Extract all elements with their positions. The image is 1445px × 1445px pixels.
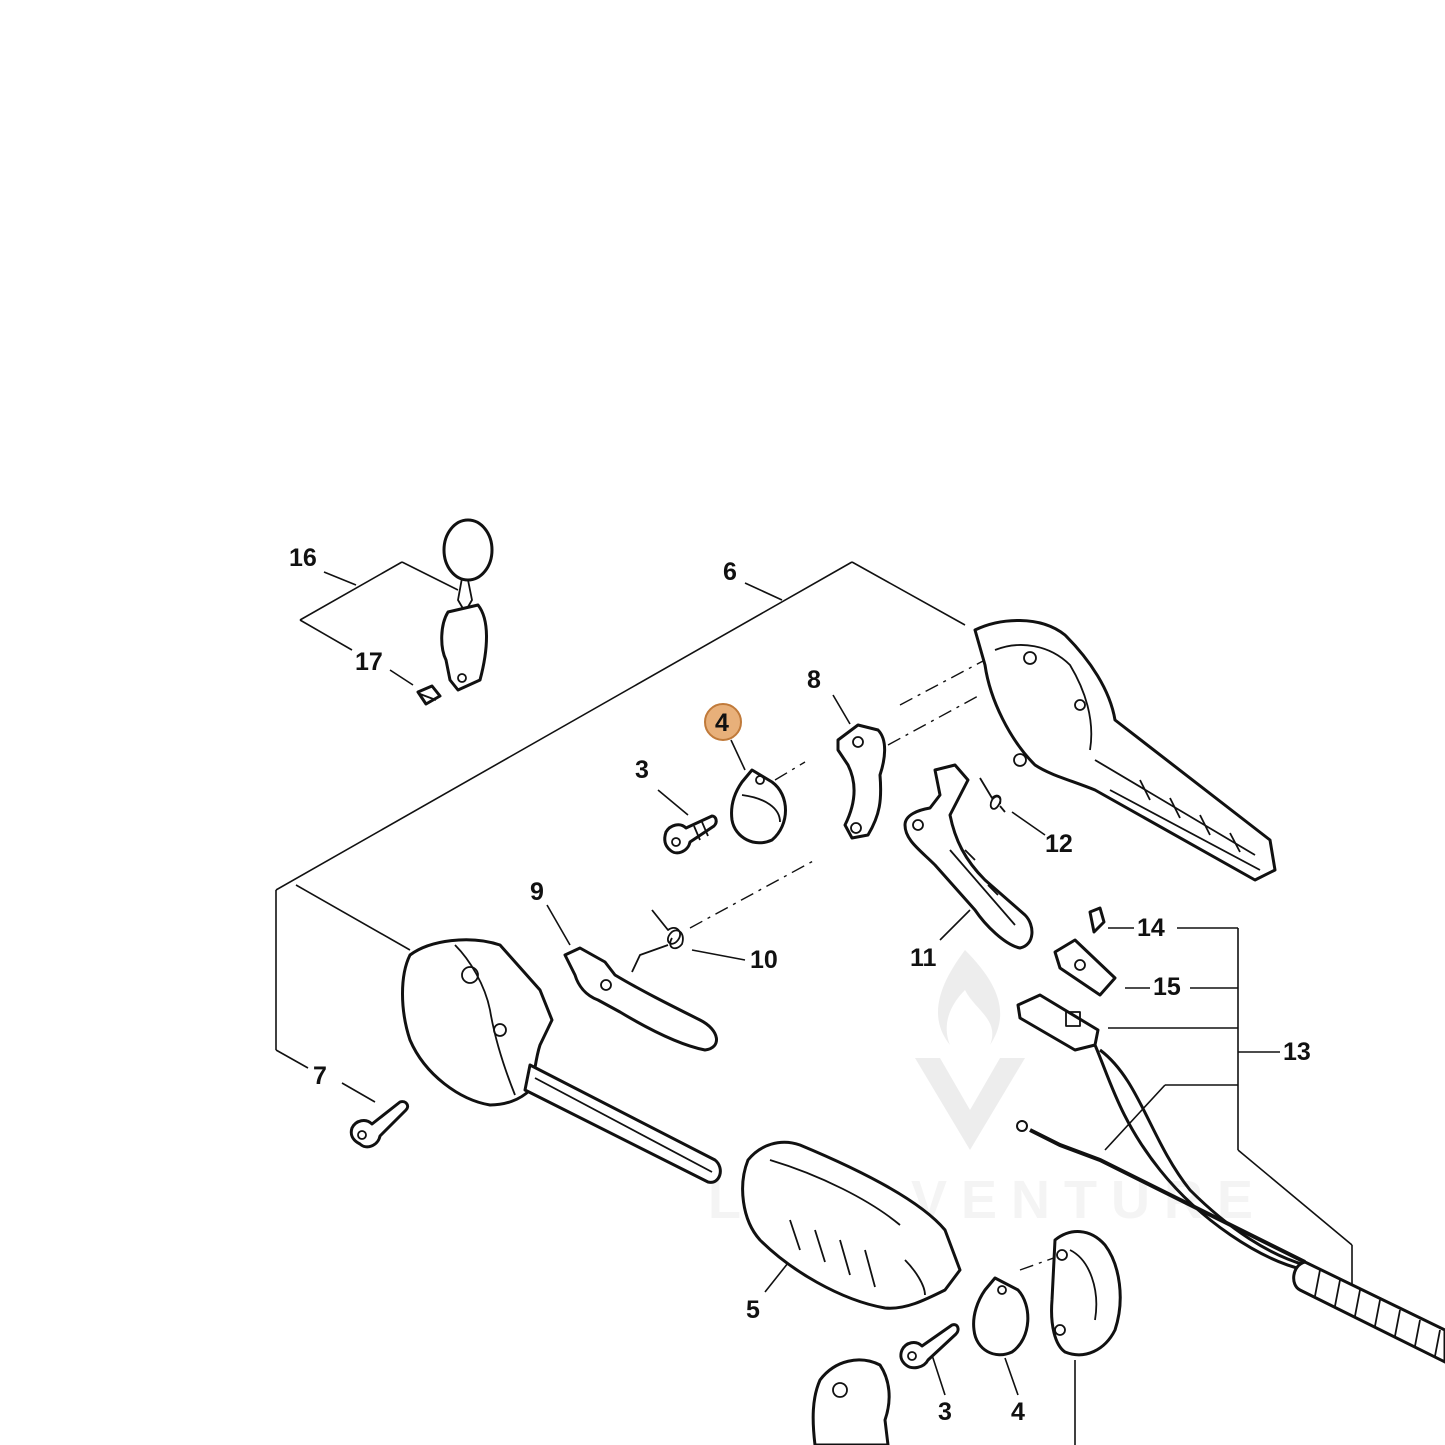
part-16-clamp — [440, 603, 488, 692]
label-5[interactable]: 5 — [746, 1296, 760, 1324]
label-15[interactable]: 15 — [1153, 973, 1181, 1001]
watermark-flame-icon — [938, 950, 1001, 1045]
label-16[interactable]: 16 — [289, 544, 317, 572]
label-4-lower[interactable]: 4 — [1011, 1398, 1025, 1426]
label-4[interactable]: 4 — [715, 709, 729, 737]
part-4-clamp — [730, 768, 787, 845]
part-4-clamp-lower — [972, 1276, 1030, 1357]
label-6[interactable]: 6 — [723, 558, 737, 586]
label-10[interactable]: 10 — [750, 946, 778, 974]
part-9-trigger-lock — [563, 946, 718, 1052]
part-16-ring-clamp — [440, 518, 494, 692]
part-11-throttle-lever — [903, 763, 1034, 950]
part-17-screw — [416, 684, 442, 706]
part-3-screw — [663, 814, 718, 855]
part-16-ring — [442, 518, 494, 582]
label-3[interactable]: 3 — [635, 756, 649, 784]
label-17[interactable]: 17 — [355, 648, 383, 676]
part-8-lever — [836, 723, 887, 840]
leader-lines — [275, 561, 1353, 1445]
label-13[interactable]: 13 — [1283, 1038, 1311, 1066]
part-3-screw-lower — [899, 1323, 960, 1370]
part-13-conduit — [1292, 1260, 1445, 1364]
part-7-screw — [349, 1100, 410, 1149]
label-11[interactable]: 11 — [910, 944, 937, 972]
part-13-cable-assembly — [1016, 993, 1445, 1364]
watermark-v-icon — [915, 1058, 1025, 1150]
highlight-marker-4[interactable] — [704, 703, 742, 741]
part-15-plate — [1053, 938, 1117, 997]
label-14[interactable]: 14 — [1137, 914, 1165, 942]
label-3-lower[interactable]: 3 — [938, 1398, 952, 1426]
label-9[interactable]: 9 — [530, 878, 544, 906]
part-5-grip — [741, 1140, 962, 1310]
part-14-screw — [1088, 906, 1106, 934]
callout-labels: 16 17 6 8 4 3 12 9 10 11 14 15 13 7 5 3 … — [289, 544, 1311, 1426]
part-10-spring — [631, 909, 684, 973]
part-housing-lower-left — [811, 1358, 891, 1445]
part-7-housing-left — [401, 938, 722, 1184]
label-12[interactable]: 12 — [1045, 830, 1073, 858]
part-cover-lower-right — [1050, 1230, 1122, 1357]
part-12-spring — [979, 777, 1006, 813]
part-6-handle-housing — [973, 619, 1277, 882]
label-7[interactable]: 7 — [313, 1062, 327, 1090]
label-8[interactable]: 8 — [807, 666, 821, 694]
